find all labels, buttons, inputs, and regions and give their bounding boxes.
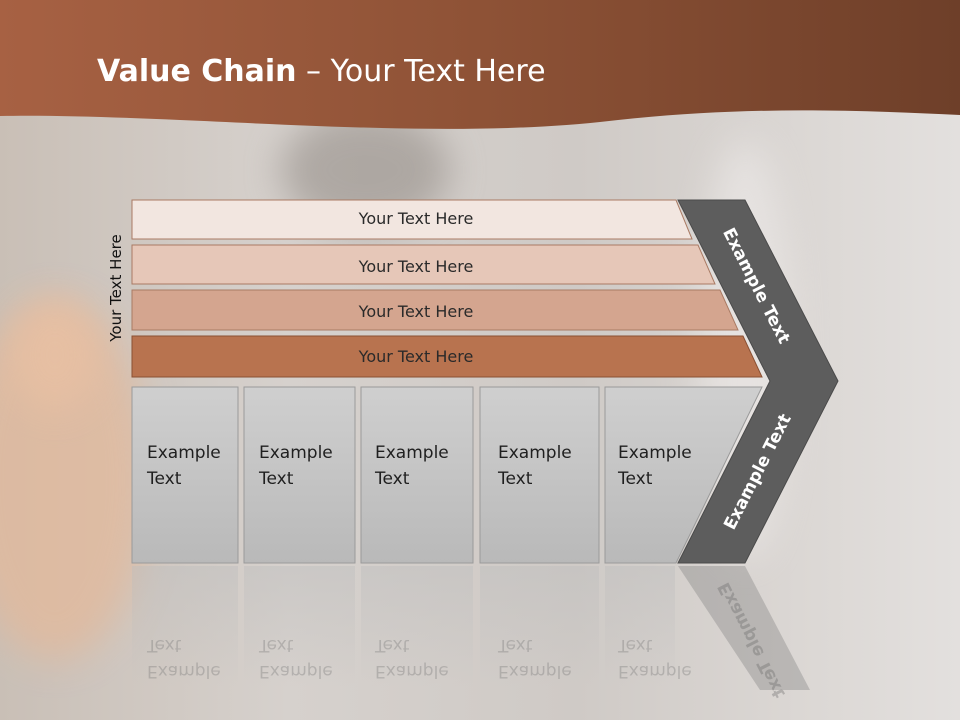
band-3-label: Your Text Here bbox=[358, 302, 474, 321]
chevron-arrow bbox=[677, 199, 839, 564]
cell-2-reflection bbox=[244, 566, 355, 686]
cell-1-reflection bbox=[132, 566, 238, 686]
band-2 bbox=[131, 244, 716, 285]
page-title: Value Chain – Your Text Here bbox=[97, 54, 546, 89]
cell-5 bbox=[604, 386, 763, 564]
chevron-reflection bbox=[678, 566, 810, 690]
cell-1 bbox=[131, 386, 239, 564]
cell-4-reflection bbox=[480, 566, 599, 686]
band-2-label: Your Text Here bbox=[358, 257, 474, 276]
cell-3 bbox=[360, 386, 474, 564]
cell-4 bbox=[479, 386, 600, 564]
band-1-label: Your Text Here bbox=[358, 209, 474, 228]
cell-3-reflection bbox=[361, 566, 473, 686]
band-3 bbox=[131, 289, 739, 331]
header-band bbox=[0, 0, 960, 129]
band-1 bbox=[131, 199, 693, 240]
band-4 bbox=[131, 335, 763, 378]
background-finger-shape bbox=[10, 300, 100, 410]
cell-5-reflection bbox=[605, 566, 675, 686]
cell-2 bbox=[243, 386, 356, 564]
band-4-label: Your Text Here bbox=[358, 347, 474, 366]
